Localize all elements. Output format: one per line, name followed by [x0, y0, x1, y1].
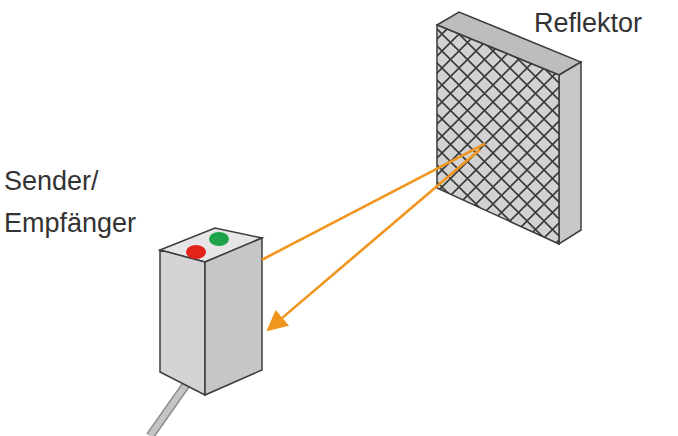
- reflector-node: Reflektor: [437, 12, 583, 245]
- node-label: Sender/ Empfänger: [4, 160, 136, 244]
- sensor-drawing: [150, 228, 262, 436]
- sensor-side: [205, 238, 262, 395]
- cable: [150, 382, 188, 436]
- sender-receiver-node: Sender/ Empfänger: [160, 228, 262, 395]
- red-led: [186, 245, 206, 259]
- reflector-side: [559, 62, 581, 244]
- green-led: [209, 232, 229, 246]
- sensor-front: [160, 250, 205, 395]
- reflector-drawing: [437, 12, 581, 244]
- light-beam: [268, 149, 480, 329]
- cable-core: [150, 382, 188, 436]
- node-label: Reflektor: [534, 2, 674, 44]
- reflector-face: [437, 25, 559, 244]
- light-beam: [262, 144, 485, 260]
